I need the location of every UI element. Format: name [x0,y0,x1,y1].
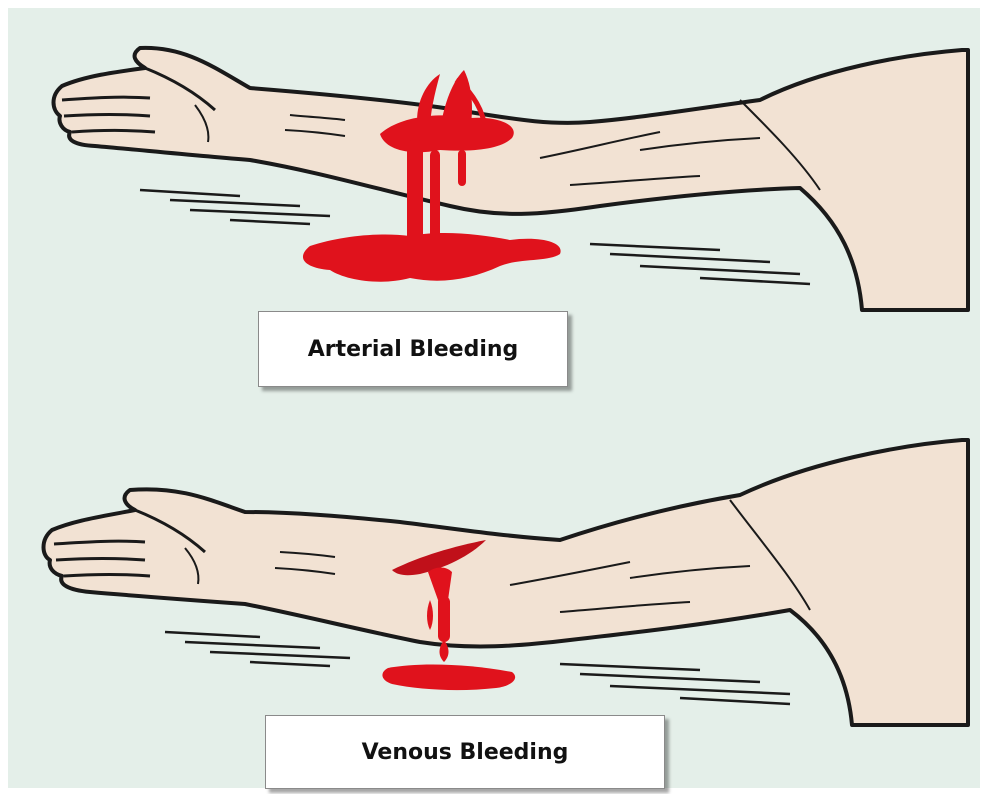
arm-arterial-illustration [54,48,969,310]
venous-bleeding-label: Venous Bleeding [265,715,665,789]
surface-lines-bottom-left [165,632,350,666]
arm-venous-illustration [44,440,969,725]
surface-lines-top-right [590,244,810,284]
venous-bleeding-text: Venous Bleeding [362,740,569,765]
arm-arterial-skin [54,48,969,310]
surface-lines-bottom-right [560,664,790,704]
surface-lines-top-left [140,190,330,224]
arterial-bleeding-label: Arterial Bleeding [258,311,568,387]
arterial-bleeding-text: Arterial Bleeding [308,337,519,362]
